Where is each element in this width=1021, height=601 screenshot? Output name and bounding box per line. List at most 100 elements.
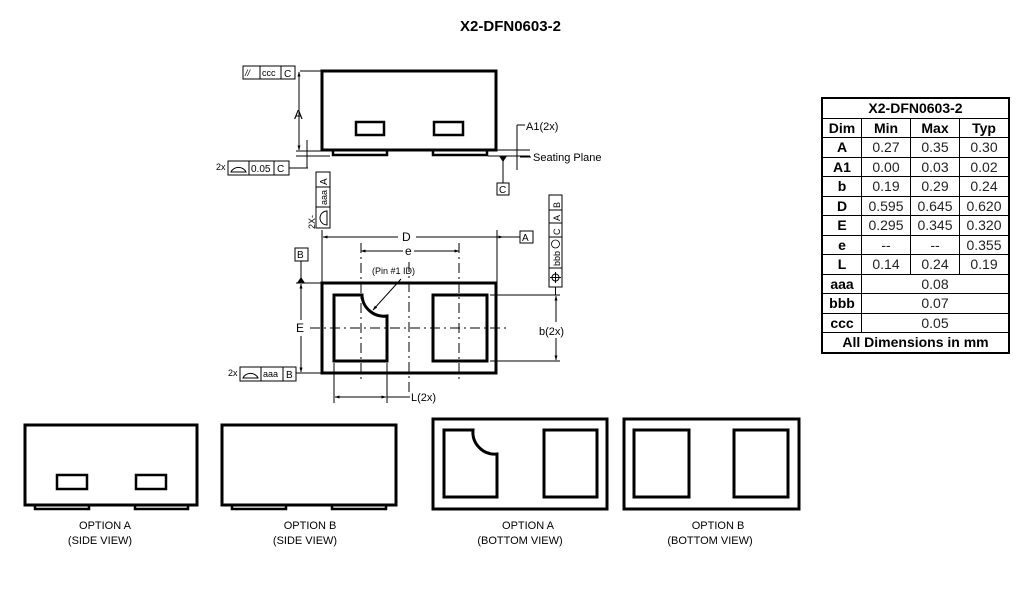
datum-A: A <box>522 233 529 244</box>
fcf-datum: C <box>277 164 284 175</box>
option-caption: (SIDE VIEW) <box>68 535 132 547</box>
fcf-tolerance: ccc <box>262 68 276 78</box>
fcf-profile-vertical: A aaa 2X- <box>307 171 331 229</box>
min-cell: 0.00 <box>861 156 911 177</box>
dimension-table: X2-DFN0603-2 Dim Min Max Typ A 0.27 0.35… <box>821 97 1010 354</box>
dim-cell: b <box>821 176 862 197</box>
option-caption: OPTION B <box>692 520 745 532</box>
dim-cell: ccc <box>821 312 862 333</box>
datum-C: C <box>499 185 506 196</box>
table-row: A 0.27 0.35 0.30 <box>821 137 1010 158</box>
max-cell: 0.24 <box>910 254 960 275</box>
min-cell: -- <box>861 234 911 255</box>
table-row: D 0.595 0.645 0.620 <box>821 195 1010 216</box>
dimension-E: B E <box>294 247 322 374</box>
dim-cell: e <box>821 234 862 255</box>
table-title: X2-DFN0603-2 <box>821 97 1010 119</box>
min-cell: 0.295 <box>861 215 911 236</box>
fcf-profile-bottom: 2x aaa B <box>228 366 297 382</box>
option-captions: OPTION A (SIDE VIEW) OPTION B (SIDE VIEW… <box>68 520 753 547</box>
max-cell: 0.35 <box>910 137 960 158</box>
max-cell: -- <box>910 234 960 255</box>
typ-cell: 0.02 <box>959 156 1010 177</box>
dim-e-label: e <box>405 244 412 258</box>
col-header: Max <box>910 117 960 138</box>
dim-D-label: D <box>402 230 411 244</box>
typ-cell: 0.19 <box>959 254 1010 275</box>
value-cell: 0.05 <box>861 312 1010 333</box>
option-caption: (BOTTOM VIEW) <box>667 535 752 547</box>
fcf-profile-side: 2x 0.05 C <box>216 160 308 176</box>
value-cell: 0.08 <box>861 273 1010 294</box>
max-cell: 0.29 <box>910 176 960 197</box>
profile-surface-icon <box>230 166 247 173</box>
dim-cell: D <box>821 195 862 216</box>
typ-cell: 0.24 <box>959 176 1010 197</box>
fcf-tolerance: aaa <box>263 369 278 379</box>
fcf-parallelism: // ccc C <box>242 65 296 80</box>
min-cell: 0.27 <box>861 137 911 158</box>
dim-cell: A <box>821 137 862 158</box>
profile-surface-icon <box>242 372 259 379</box>
seating-plane: A1(2x) Seating Plane C <box>488 121 602 196</box>
page-title: X2-DFN0603-2 <box>460 18 561 35</box>
dim-E-label: E <box>296 321 304 335</box>
max-material-icon <box>551 239 560 249</box>
dim-A-label: A <box>294 107 303 122</box>
dimension-b: b(2x) <box>490 294 564 362</box>
option-caption: OPTION A <box>79 520 132 532</box>
dim-cell: bbb <box>821 293 862 314</box>
dim-cell: L <box>821 254 862 275</box>
table-row: ccc 0.05 <box>821 312 1010 333</box>
datum-B: B <box>297 250 304 261</box>
option-caption: OPTION B <box>284 520 337 532</box>
dimension-D: D A <box>321 230 534 282</box>
dim-A1-label: A1(2x) <box>526 121 558 133</box>
table-row: E 0.295 0.345 0.320 <box>821 215 1010 236</box>
option-caption: (BOTTOM VIEW) <box>477 535 562 547</box>
option-a-side-view <box>23 423 199 511</box>
fcf-prefix: 2x <box>228 368 238 378</box>
min-cell: 0.595 <box>861 195 911 216</box>
typ-cell: 0.30 <box>959 137 1010 158</box>
option-caption: (SIDE VIEW) <box>273 535 337 547</box>
seating-plane-label: Seating Plane <box>533 152 602 164</box>
typ-cell: 0.320 <box>959 215 1010 236</box>
value-cell: 0.07 <box>861 293 1010 314</box>
fcf-position: B A C bbb <box>548 194 563 295</box>
profile-surface-icon <box>319 210 328 226</box>
fcf-tolerance: aaa <box>319 190 329 205</box>
pin1-label: (Pin #1 ID) <box>372 266 415 276</box>
option-b-side-view <box>220 423 398 511</box>
fcf-prefix: 2X- <box>307 215 317 229</box>
fcf-datum: C <box>284 69 291 80</box>
dimension-L: L(2x) <box>333 363 436 404</box>
max-cell: 0.645 <box>910 195 960 216</box>
col-header: Min <box>861 117 911 138</box>
col-header: Typ <box>959 117 1010 138</box>
dim-cell: A1 <box>821 156 862 177</box>
fcf-datum: C <box>552 228 562 235</box>
table-row: L 0.14 0.24 0.19 <box>821 254 1010 275</box>
option-a-bottom-view <box>431 417 609 511</box>
dim-b-label: b(2x) <box>539 326 564 338</box>
bottom-view-main <box>310 243 510 395</box>
col-header: Dim <box>821 117 862 138</box>
table-row: e -- -- 0.355 <box>821 234 1010 255</box>
fcf-prefix: 2x <box>216 162 226 172</box>
typ-cell: 0.355 <box>959 234 1010 255</box>
table-row: bbb 0.07 <box>821 293 1010 314</box>
dim-cell: E <box>821 215 862 236</box>
dim-cell: aaa <box>821 273 862 294</box>
max-cell: 0.345 <box>910 215 960 236</box>
max-cell: 0.03 <box>910 156 960 177</box>
table-row: aaa 0.08 <box>821 273 1010 294</box>
option-b-bottom-view <box>622 417 801 511</box>
dimension-e: e (Pin #1 ID) <box>360 244 460 311</box>
min-cell: 0.14 <box>861 254 911 275</box>
table-footer: All Dimensions in mm <box>821 332 1010 353</box>
side-view-main <box>320 69 498 157</box>
parallelism-icon: // <box>244 68 252 78</box>
option-caption: OPTION A <box>502 520 555 532</box>
